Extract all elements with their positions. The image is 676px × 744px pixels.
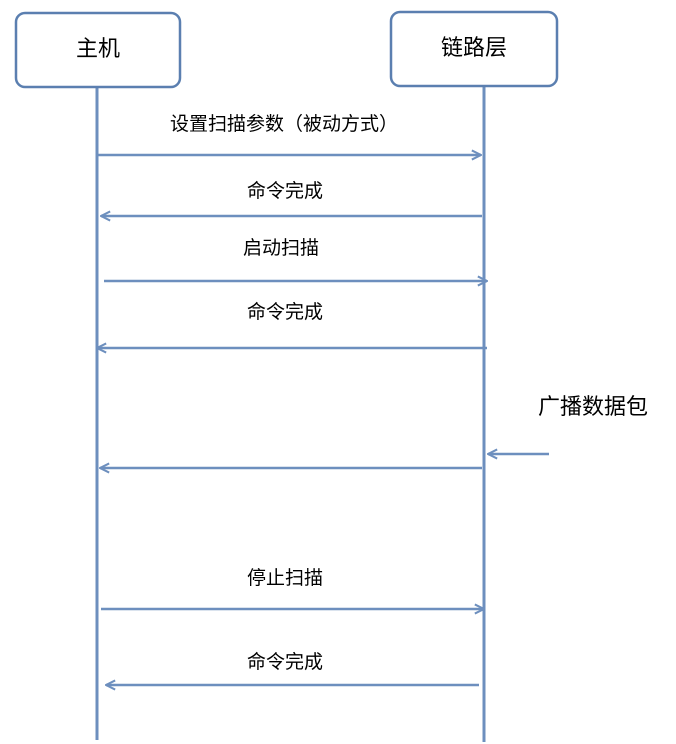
message-label: 停止扫描 <box>247 567 323 589</box>
message-label: 设置扫描参数（被动方式） <box>170 113 398 135</box>
link-layer-label: 链路层 <box>441 36 507 61</box>
external-event-label: 广播数据包 <box>538 395 648 420</box>
link-layer-box: 链路层 <box>389 10 559 88</box>
message-label: 命令完成 <box>247 651 323 673</box>
message-label: 启动扫描 <box>243 237 319 259</box>
message-label: 命令完成 <box>247 301 323 323</box>
message-label: 命令完成 <box>247 180 323 202</box>
host-box: 主机 <box>14 11 182 89</box>
host-label: 主机 <box>76 37 120 62</box>
